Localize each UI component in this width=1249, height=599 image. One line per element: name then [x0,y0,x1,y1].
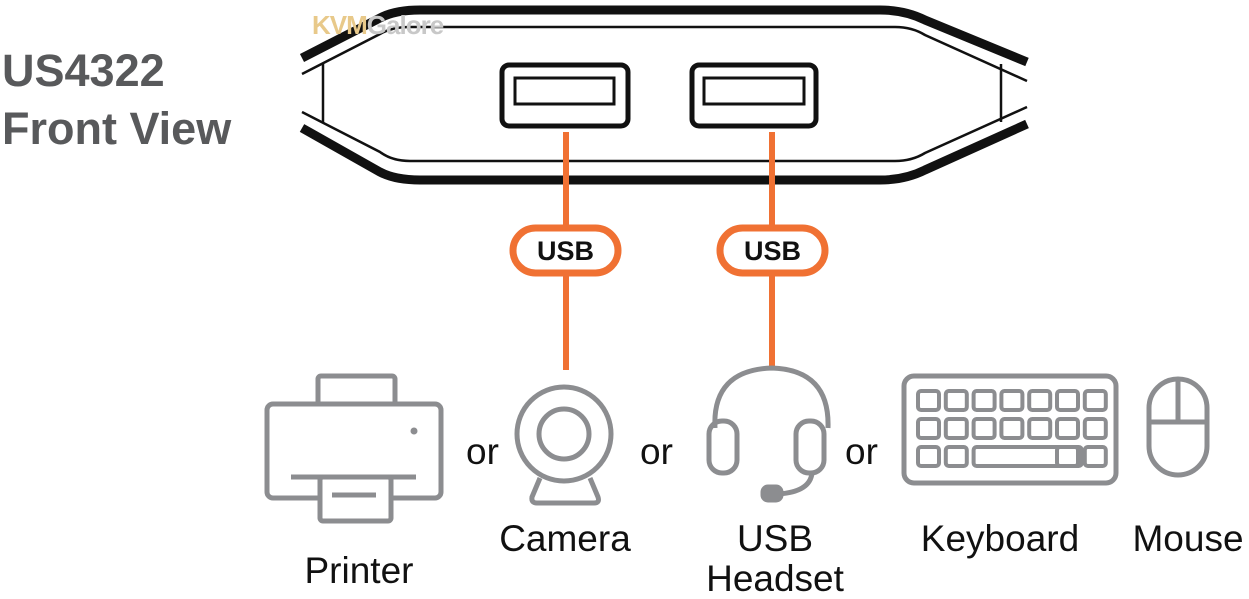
printer-label: Printer [304,550,414,591]
keyboard-key [1055,445,1080,468]
device-outer-bottom [299,119,1029,185]
or-separator-2: or [640,431,673,472]
keyboard-icon [901,373,1119,486]
keyboard-key [971,417,997,440]
keyboard-key [999,417,1025,440]
keyboard-key [1082,417,1108,440]
printer-icon [264,373,444,524]
keyboard-key [999,389,1025,412]
title-model: US4322 [2,45,165,96]
keyboard-key [916,417,941,440]
mouse-label: Mouse [1132,518,1244,559]
keyboard-key [943,445,969,468]
keyboard-key [1082,389,1108,412]
watermark: KVMGalore [312,10,444,41]
usb-badge-2: USB [716,224,829,277]
camera-icon [514,384,614,506]
device-outer-top [299,5,1029,67]
keyboard-key [1027,417,1053,440]
keyboard-key [971,389,997,412]
headset-label-line1: USB [736,518,814,559]
usb-badge-1: USB [509,224,622,277]
keyboard-key [943,389,969,412]
keyboard-key [1055,389,1080,412]
keyboard-key [916,445,941,468]
keyboard-key [1027,389,1053,412]
mouse-icon [1146,376,1210,478]
keyboard-spacebar [971,445,1084,468]
or-separator-3: or [845,431,878,472]
usb-port-1 [499,62,631,129]
device-inner-top [301,25,1028,83]
headset-icon [706,365,831,503]
usb-badge-2-text: USB [744,236,801,266]
watermark-part1: KVM [312,10,368,40]
device-body [299,5,1029,185]
page-title: US4322 Front View [2,42,231,158]
keyboard-label: Keyboard [920,518,1080,559]
headset-label: USB Headset [690,519,860,599]
keyboard-key [1055,417,1080,440]
headset-label-line2: Headset [706,558,844,599]
or-separator-1: or [466,431,499,472]
usb-badge-1-text: USB [537,236,594,266]
device-inner-bottom [301,105,1028,163]
title-view: Front View [2,103,232,154]
keyboard-key [1082,445,1108,468]
keyboard-key [943,417,969,440]
keyboard-key [916,389,941,412]
watermark-part2: Galore [366,10,444,40]
usb-port-2 [689,62,819,129]
camera-label: Camera [499,518,631,559]
